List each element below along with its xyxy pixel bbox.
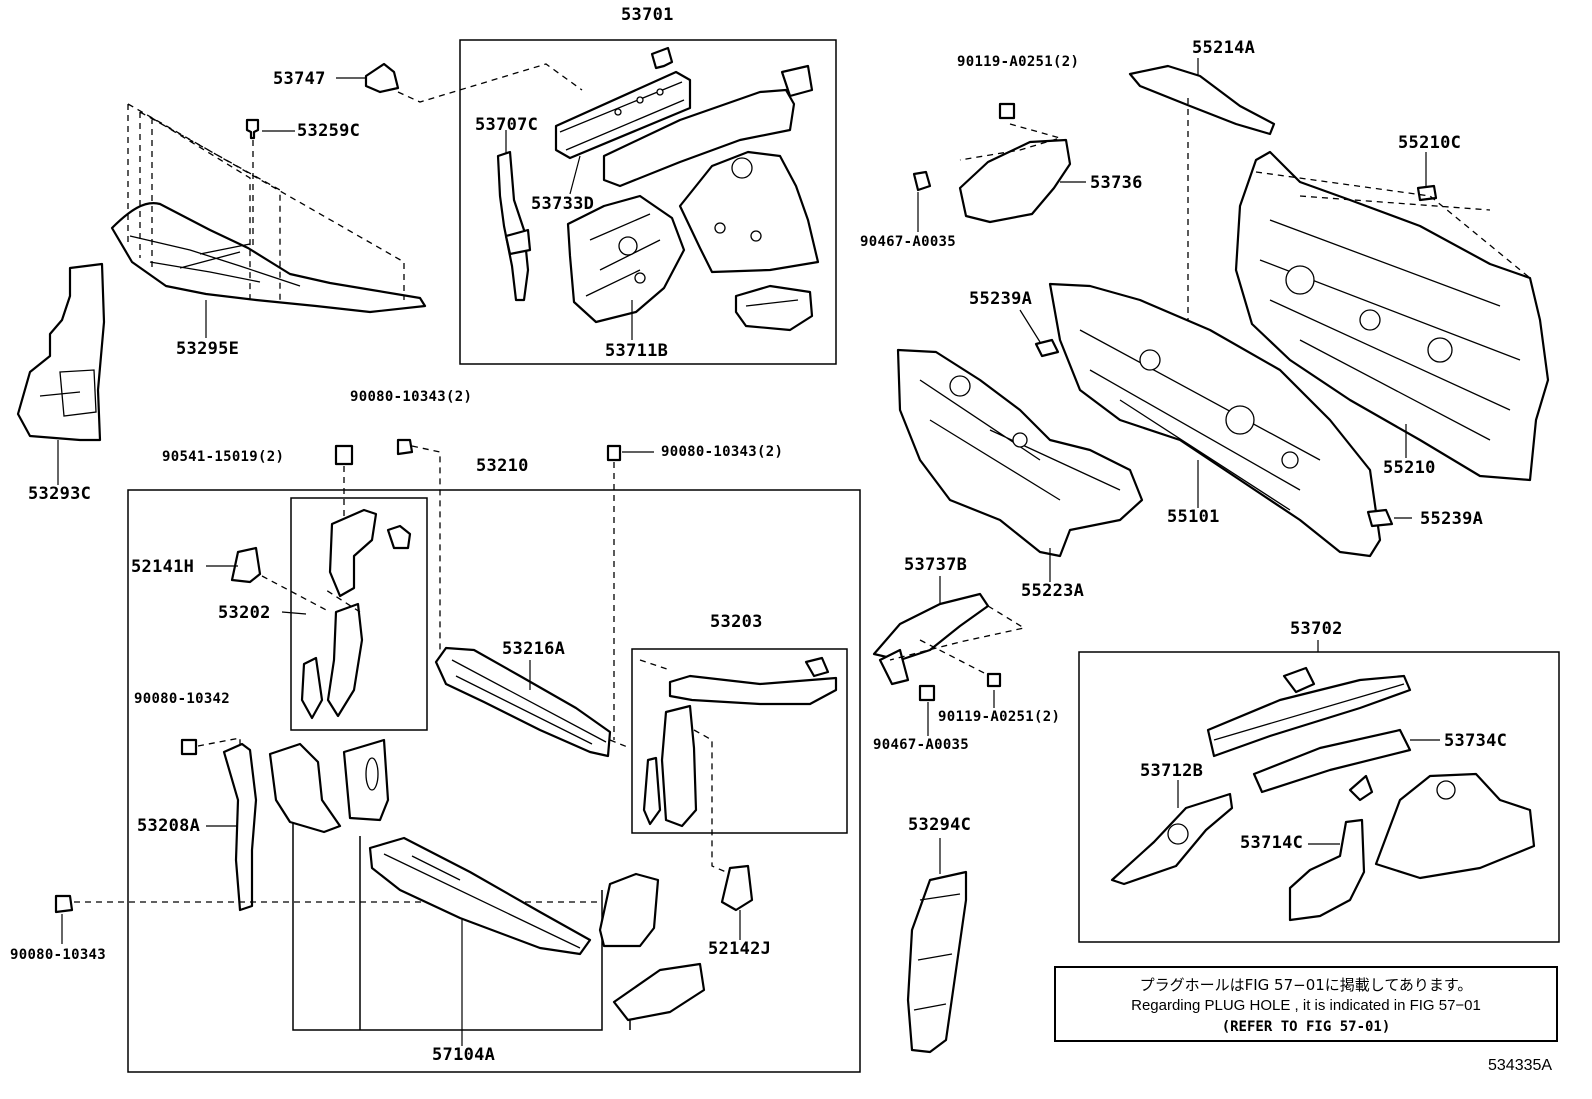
label-53733d: 53733D xyxy=(531,194,595,214)
part-53736-bracket xyxy=(958,123,1086,224)
label-90541-15019-2: 90541-15019(2) xyxy=(162,449,285,465)
label-55101: 55101 xyxy=(1167,507,1220,527)
label-55239a-top: 55239A xyxy=(969,289,1033,309)
bolt-90541-15019 xyxy=(334,444,354,516)
label-90080-10343-2-left: 90080-10343(2) xyxy=(350,389,473,405)
box-53701 xyxy=(459,39,837,365)
label-90080-10342: 90080-10342 xyxy=(134,691,231,707)
label-53216a: 53216A xyxy=(502,639,566,659)
part-53293c-seal xyxy=(16,262,106,485)
label-53701: 53701 xyxy=(621,5,674,25)
label-53202: 53202 xyxy=(218,603,271,623)
part-53202-upper xyxy=(300,508,412,720)
label-90467-a0035-top: 90467-A0035 xyxy=(860,234,957,250)
bolt-90080-10343-mid xyxy=(606,444,654,740)
label-53210: 53210 xyxy=(476,456,529,476)
clip-55210c xyxy=(1416,152,1438,202)
part-53702-rail xyxy=(1206,640,1412,758)
box-53210 xyxy=(127,489,861,1073)
clip-55239a-top xyxy=(1019,309,1060,358)
bracket-57104a xyxy=(292,748,603,1031)
part-57104a-lower-member xyxy=(368,836,592,956)
part-52142j-bracket xyxy=(720,864,754,940)
note-refer: (REFER TO FIG 57-01) xyxy=(1221,1019,1391,1035)
part-53702-tower xyxy=(1348,772,1536,880)
note-english: Regarding PLUG HOLE , it is indicated in… xyxy=(1131,997,1481,1014)
clip-90467-a0035-bottom xyxy=(918,684,936,736)
part-55101-dash-panel xyxy=(1048,282,1382,558)
part-bracket-small xyxy=(734,284,814,332)
label-53736: 53736 xyxy=(1090,173,1143,193)
part-53714c-brace xyxy=(1288,818,1366,922)
part-53701-frame xyxy=(602,64,820,274)
label-57104a: 57104A xyxy=(432,1045,496,1065)
label-90080-10343: 90080-10343 xyxy=(10,947,107,963)
part-55223a-silencer xyxy=(896,348,1144,582)
bolt-90119-a0251-bottom xyxy=(986,672,1002,708)
part-55210-insulator xyxy=(1234,150,1550,482)
label-53734c: 53734C xyxy=(1444,731,1508,751)
part-53216a-upper-member xyxy=(434,646,631,758)
part-53203-member xyxy=(639,656,838,873)
bolt-90080-10343-bottom xyxy=(54,894,600,944)
part-53747-bracket xyxy=(336,62,583,103)
label-90467-a0035-bottom: 90467-A0035 xyxy=(873,737,970,753)
label-52141h: 52141H xyxy=(131,557,195,577)
clip-55239a-right xyxy=(1366,508,1412,528)
part-53707c-brace xyxy=(496,130,532,302)
label-53208a: 53208A xyxy=(137,816,201,836)
label-55214a: 55214A xyxy=(1192,38,1256,58)
part-57104a-side-left xyxy=(268,738,390,834)
label-53737b: 53737B xyxy=(904,555,968,575)
label-53294c: 53294C xyxy=(908,815,972,835)
bolt-90080-10343-left xyxy=(396,438,441,650)
part-53737b-bracket xyxy=(872,576,1026,686)
label-55239a-right: 55239A xyxy=(1420,509,1484,529)
box-53202 xyxy=(290,497,428,731)
label-52142j: 52142J xyxy=(708,939,772,959)
part-53734c-reinforcement xyxy=(1252,728,1440,794)
figure-code: 534335A xyxy=(1488,1057,1553,1074)
label-55210c: 55210C xyxy=(1398,133,1462,153)
note-japanese: プラグホールはFIG 57−01に掲載してあります。 xyxy=(1139,976,1473,994)
label-55223a: 55223A xyxy=(1021,581,1085,601)
label-53747: 53747 xyxy=(273,69,326,89)
label-55210: 55210 xyxy=(1383,458,1436,478)
label-53714c: 53714C xyxy=(1240,833,1304,853)
label-90119-a0251-top: 90119-A0251(2) xyxy=(957,54,1080,70)
part-53294c-seal xyxy=(906,838,968,1054)
part-52141h-bracket xyxy=(206,546,331,613)
box-53203 xyxy=(631,648,848,834)
bolt-90119-a0251-top xyxy=(998,102,1016,120)
label-53702: 53702 xyxy=(1290,619,1343,639)
part-53711b-apron xyxy=(566,194,686,340)
label-53295e: 53295E xyxy=(176,339,240,359)
part-57104a-side-right xyxy=(598,872,706,1022)
label-53711b: 53711B xyxy=(605,341,669,361)
part-53295e-cover xyxy=(110,103,427,338)
part-53733d-rail xyxy=(554,46,692,195)
label-53712b: 53712B xyxy=(1140,761,1204,781)
label-53707c: 53707C xyxy=(475,115,539,135)
clip-90467-a0035-top xyxy=(912,170,932,232)
label-90080-10343-2-mid: 90080-10343(2) xyxy=(661,444,784,460)
box-53702 xyxy=(1078,651,1560,943)
label-53203: 53203 xyxy=(710,612,763,632)
part-53208a-brace xyxy=(206,742,258,912)
label-53293c: 53293C xyxy=(28,484,92,504)
label-90119-a0251-bottom: 90119-A0251(2) xyxy=(938,709,1061,725)
part-53712b-apron xyxy=(1110,780,1234,886)
label-53259c: 53259C xyxy=(297,121,361,141)
clip-53259c xyxy=(245,118,295,250)
part-55214a-seal xyxy=(1128,58,1276,320)
bolt-90080-10342 xyxy=(180,737,241,756)
plug-hole-note: プラグホールはFIG 57−01に掲載してあります。 Regarding PLU… xyxy=(1054,966,1558,1042)
